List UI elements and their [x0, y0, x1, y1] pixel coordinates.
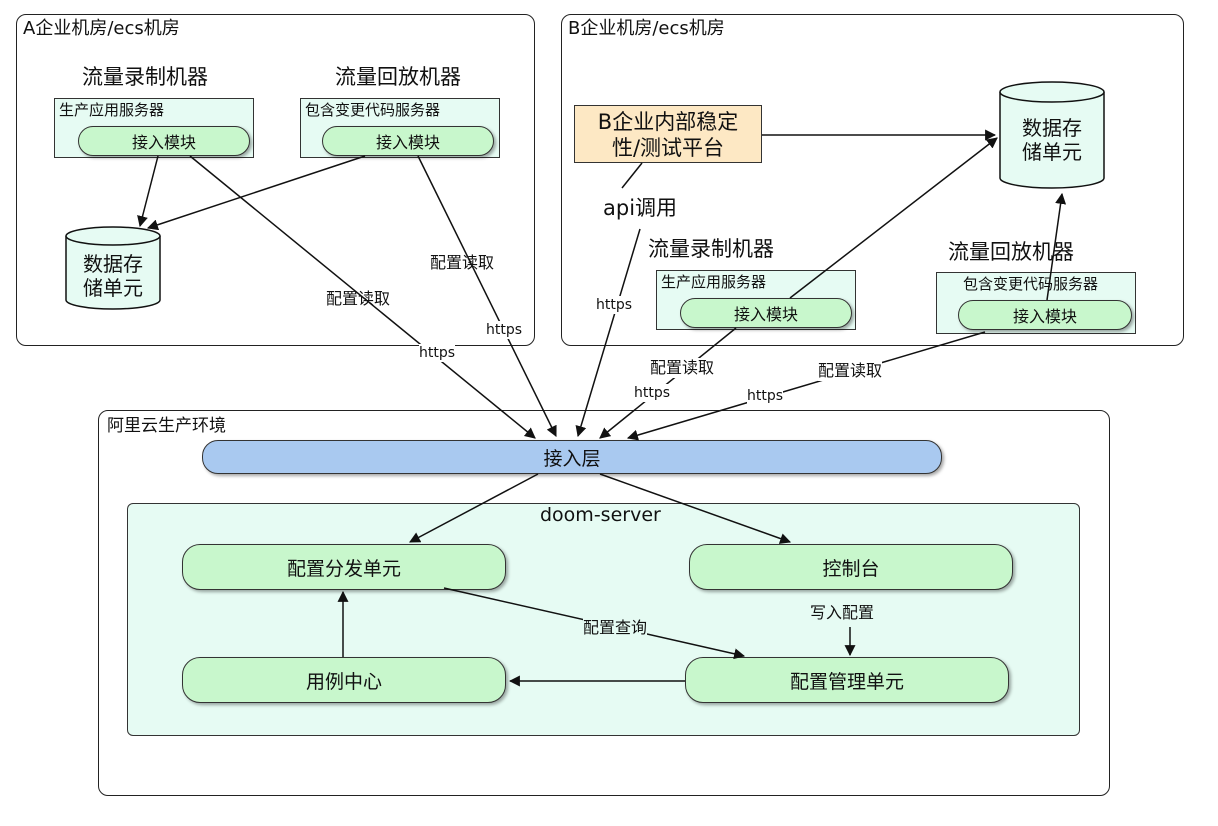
- label-https-b-api: https: [596, 296, 633, 314]
- panel-a-replay-server-title: 包含变更代码服务器: [305, 101, 441, 119]
- config-manage-unit[interactable]: 配置管理单元: [685, 657, 1009, 703]
- panel-a-replay-machine-label: 流量回放机器: [335, 65, 461, 89]
- arrow-access-to-console: [599, 473, 792, 544]
- label-config-read-a-record: 配置读取: [326, 289, 391, 308]
- panel-b-title: B企业机房/ecs机房: [568, 18, 725, 39]
- label-config-read-b-record: 配置读取: [650, 358, 715, 378]
- line-platform-api: [621, 162, 643, 189]
- arrow-b-platform-to-access: [575, 228, 641, 438]
- doom-server-title: doom-server: [540, 504, 661, 526]
- access-layer[interactable]: 接入层: [202, 440, 942, 474]
- arrow-b-record-to-storage: [789, 137, 998, 299]
- arrow-a-replay-to-access: [417, 155, 557, 437]
- label-https-b-record: https: [634, 384, 671, 402]
- arrow-b-replay-to-access: [626, 331, 986, 441]
- label-write-config: 写入配置: [810, 603, 875, 623]
- arrow-access-to-dispatch: [409, 473, 539, 543]
- arrow-b-replay-to-storage: [1046, 192, 1067, 301]
- arrow-b-record-to-access: [599, 327, 737, 439]
- panel-b-platform[interactable]: B企业内部稳定 性/测试平台: [574, 105, 762, 163]
- panel-a-record-machine-label: 流量录制机器: [82, 65, 208, 89]
- panel-b-replay-server-title: 包含变更代码服务器: [963, 275, 1099, 293]
- case-center-unit[interactable]: 用例中心: [182, 657, 506, 703]
- config-dispatch-unit[interactable]: 配置分发单元: [182, 544, 506, 590]
- panel-b-platform-line2: 性/测试平台: [611, 136, 725, 160]
- panel-b-record-server-title: 生产应用服务器: [661, 273, 767, 291]
- label-config-read-b-replay: 配置读取: [818, 361, 883, 381]
- arrow-a-record-to-storage: [137, 155, 159, 228]
- label-config-query: 配置查询: [583, 618, 648, 638]
- panel-b-storage-cylinder: [999, 81, 1105, 189]
- panel-a-replay-module[interactable]: 接入模块: [322, 126, 494, 156]
- panel-b-platform-line1: B企业内部稳定: [597, 110, 739, 134]
- arrow-a-replay-to-storage: [146, 155, 366, 231]
- label-config-read-a-replay: 配置读取: [430, 253, 495, 272]
- panel-a-storage-cylinder: [65, 226, 161, 310]
- panel-b-replay-module[interactable]: 接入模块: [958, 300, 1132, 330]
- panel-b-api-call: api调用: [603, 192, 678, 222]
- console-unit[interactable]: 控制台: [689, 544, 1013, 590]
- panel-b-storage-label: 数据存 储单元: [1000, 116, 1104, 164]
- panel-b-record-module[interactable]: 接入模块: [680, 298, 852, 328]
- cloud-title: 阿里云生产环境: [107, 416, 226, 436]
- panel-a-storage-line1: 数据存: [83, 252, 143, 276]
- panel-b-storage-line2: 储单元: [1022, 140, 1082, 164]
- panel-b-storage-line1: 数据存: [1022, 116, 1082, 140]
- label-https-b-replay: https: [747, 387, 784, 405]
- panel-a-record-server-title: 生产应用服务器: [59, 101, 165, 119]
- panel-a-title: A企业机房/ecs机房: [23, 18, 180, 39]
- label-https-a-record: https: [419, 344, 456, 362]
- panel-a-storage-line2: 储单元: [83, 276, 143, 300]
- panel-a-record-module[interactable]: 接入模块: [78, 126, 250, 156]
- panel-b-record-machine-label: 流量录制机器: [648, 237, 774, 261]
- label-https-a-replay: https: [486, 321, 523, 339]
- panel-a-storage-label: 数据存 储单元: [66, 252, 160, 300]
- arrow-a-record-to-access: [189, 155, 536, 439]
